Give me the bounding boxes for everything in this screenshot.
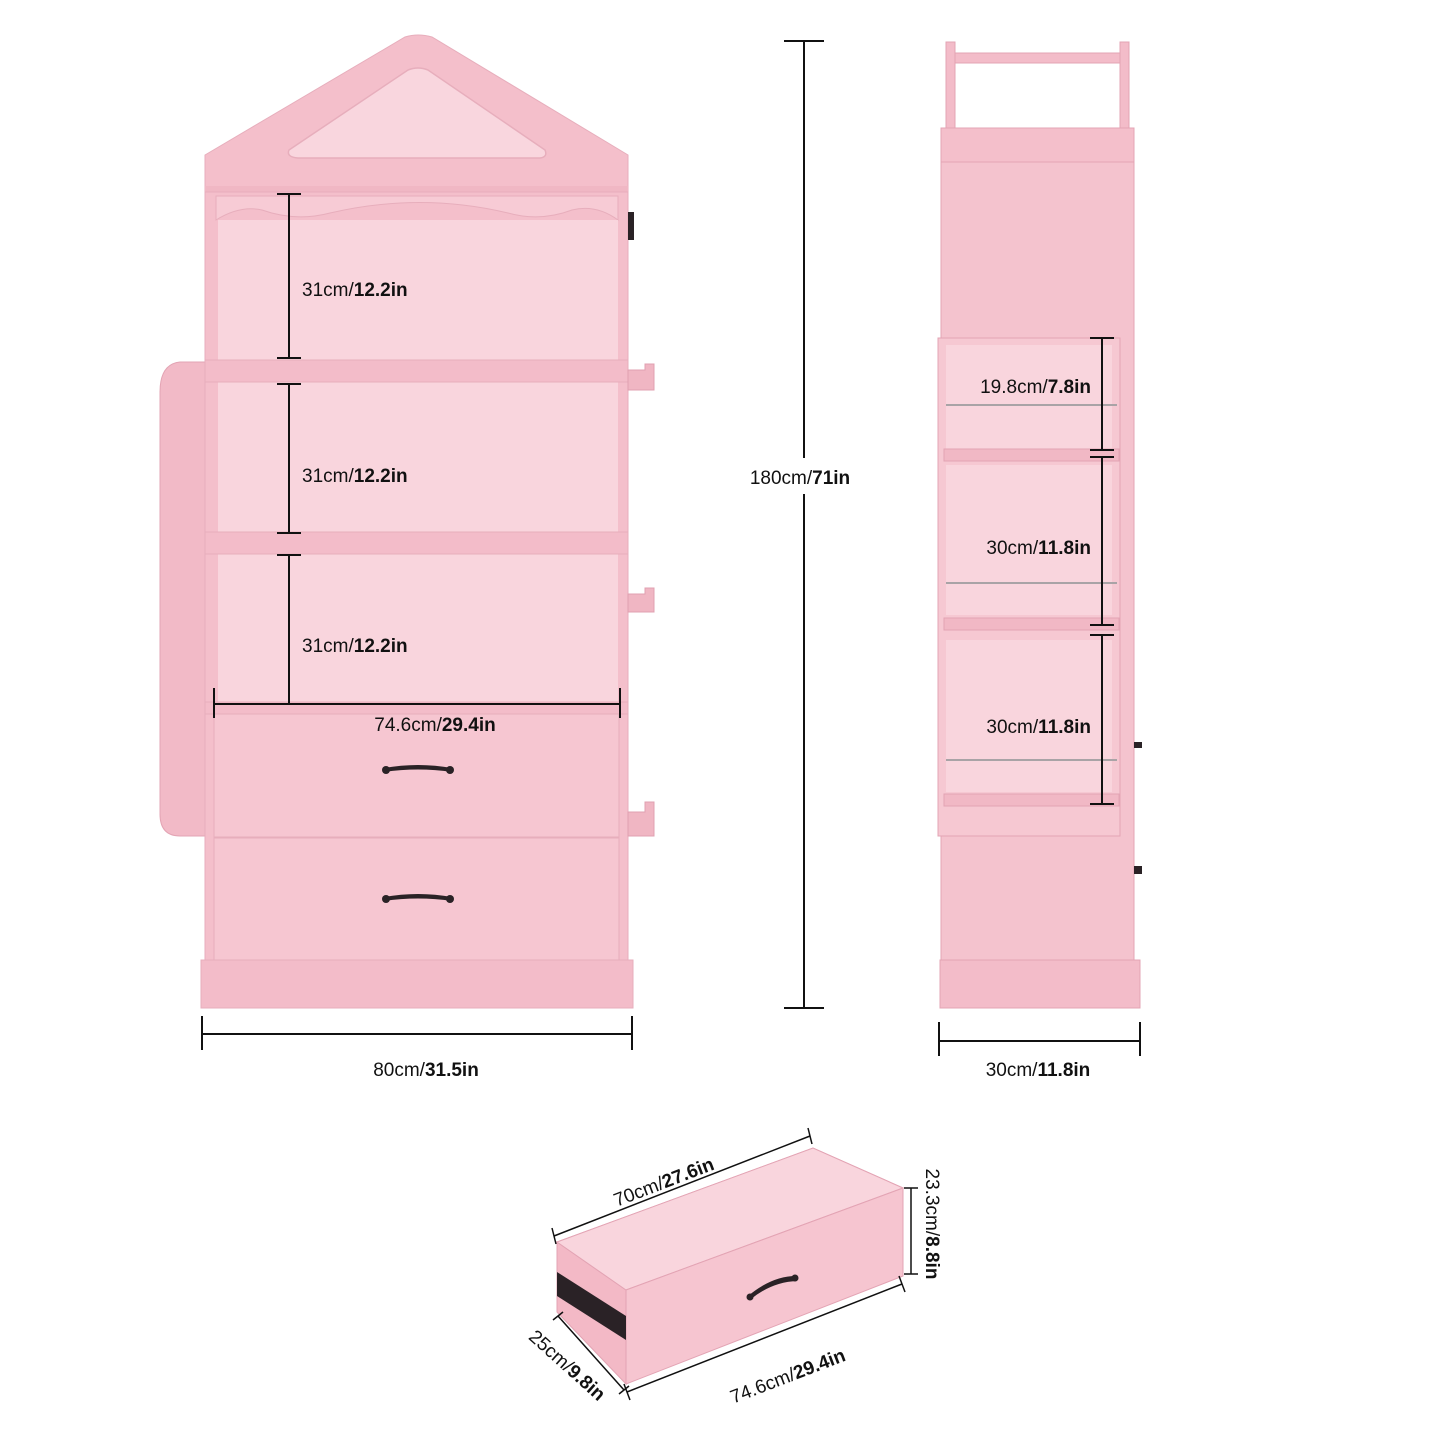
front-shelf-1-label: 31cm/12.2in bbox=[302, 280, 408, 301]
side-view: 19.8cm/7.8in 30cm/11.8in 30cm/11.8in 30c… bbox=[937, 41, 1142, 1081]
height-dimension: 180cm/71in bbox=[736, 40, 872, 1009]
side-shelf-3-label: 30cm/11.8in bbox=[986, 717, 1091, 738]
drawer-top[interactable] bbox=[213, 713, 620, 838]
height-label: 180cm/71in bbox=[750, 468, 850, 489]
base bbox=[200, 959, 634, 1009]
drawer-view: 70cm/27.6in 74.6cm/29.4in 25cm/9.8in 23.… bbox=[524, 1127, 942, 1408]
drawer-height-label: 23.3cm/8.8in bbox=[921, 1169, 942, 1280]
shelf-dim-lines bbox=[277, 193, 301, 705]
hook-icon bbox=[627, 587, 655, 613]
hook-icon bbox=[627, 363, 655, 391]
side-depth-label: 30cm/11.8in bbox=[986, 1060, 1091, 1081]
side-shelf-2-label: 30cm/11.8in bbox=[986, 538, 1091, 559]
front-total-width-label: 80cm/31.5in bbox=[373, 1060, 479, 1081]
drawer-handle-icon bbox=[746, 1274, 799, 1301]
side-panel bbox=[159, 361, 206, 837]
hook-icon bbox=[1134, 742, 1142, 748]
hook-icon bbox=[628, 212, 634, 240]
drawer-handle-icon bbox=[382, 765, 454, 774]
side-shelf-1-label: 19.8cm/7.8in bbox=[980, 377, 1091, 398]
front-inner-width-label: 74.6cm/29.4in bbox=[374, 715, 495, 736]
drawer-front-length-label: 74.6cm/29.4in bbox=[728, 1345, 849, 1408]
drawer-bottom[interactable] bbox=[213, 837, 620, 961]
front-view: 31cm/12.2in 31cm/12.2in 31cm/12.2in 74.6… bbox=[159, 34, 655, 1081]
hook-icon bbox=[1134, 866, 1142, 874]
front-shelf-3-label: 31cm/12.2in bbox=[302, 636, 408, 657]
front-shelf-2-label: 31cm/12.2in bbox=[302, 466, 408, 487]
drawer-handle-icon bbox=[382, 894, 454, 903]
hook-icon bbox=[627, 801, 655, 837]
roof-window bbox=[287, 67, 547, 159]
